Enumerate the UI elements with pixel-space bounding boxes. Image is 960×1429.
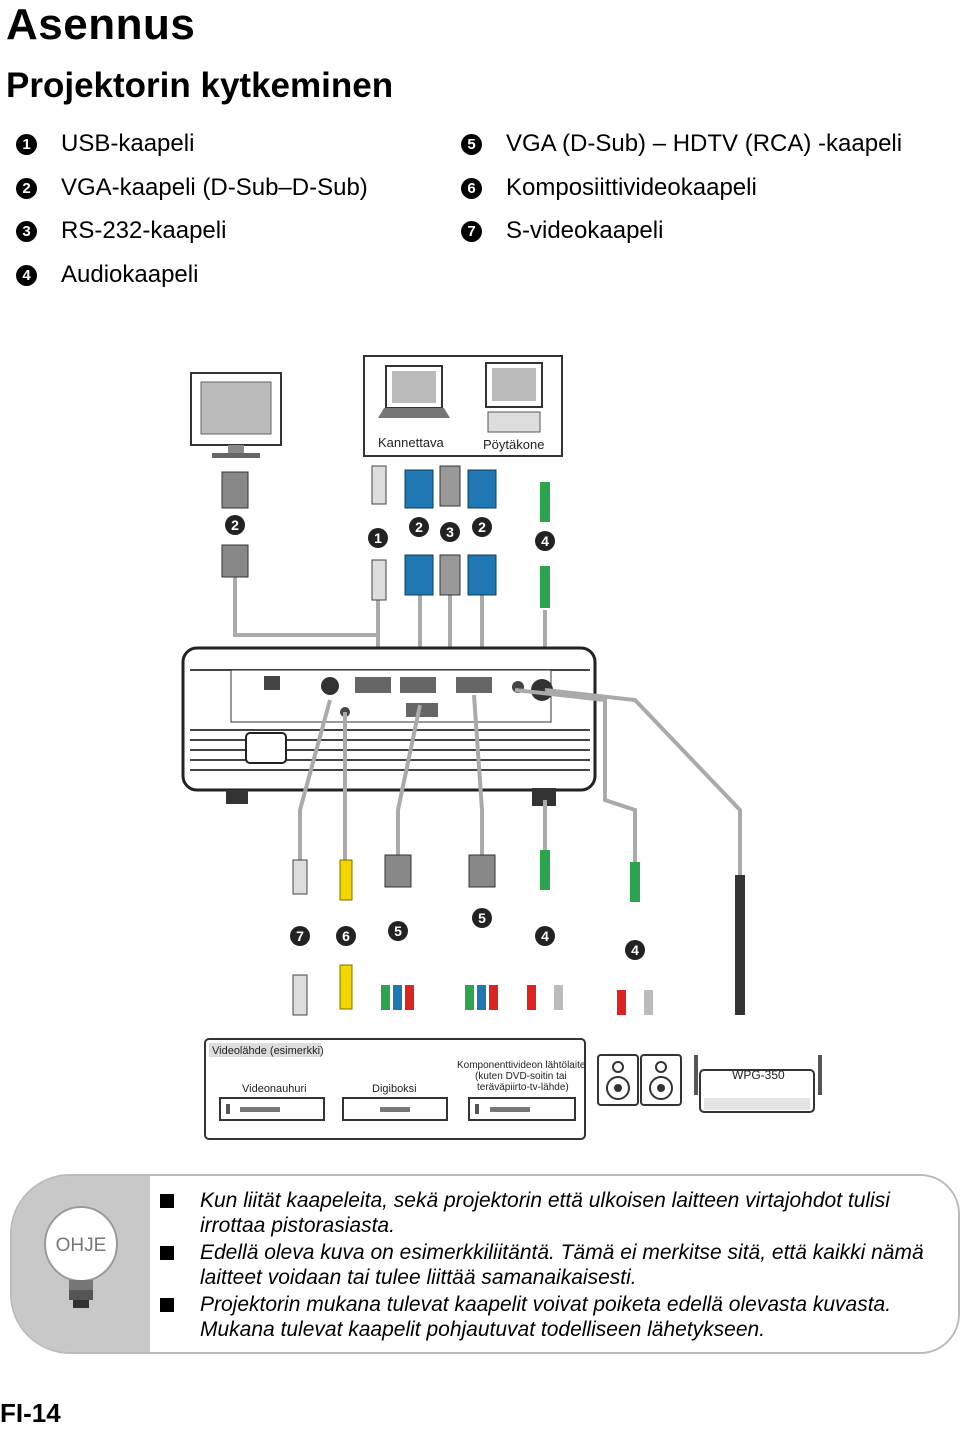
legend-label: Komposiittivideokaapeli bbox=[506, 174, 757, 201]
component-label-2: (kuten DVD-soitin tai bbox=[475, 1071, 567, 1082]
number-badge: 4 bbox=[16, 264, 37, 286]
note-item: Projektorin mukana tulevat kaapelit voiv… bbox=[160, 1292, 950, 1342]
laptop-label: Kannettava bbox=[378, 435, 445, 450]
number-badge: 1 bbox=[16, 133, 37, 155]
hdtv-vga-connector bbox=[384, 854, 496, 888]
rca-component-plugs bbox=[381, 985, 498, 1010]
number-badge: 2 bbox=[16, 177, 37, 199]
legend-item-rs232: 3 RS-232-kaapeli bbox=[16, 217, 226, 245]
legend-item-composite: 6 Komposiittivideokaapeli bbox=[461, 174, 757, 202]
legend-label: Audiokaapeli bbox=[61, 261, 199, 288]
vcr-label: Videonauhuri bbox=[242, 1083, 307, 1095]
badge: 2 bbox=[478, 519, 486, 535]
computer-in2-port bbox=[456, 677, 492, 693]
audio-connector-bottom bbox=[527, 850, 745, 1015]
bullet-icon bbox=[160, 1298, 174, 1312]
bottom-cables bbox=[298, 688, 742, 875]
number-badge: 5 bbox=[461, 133, 482, 155]
component-label-1: Komponenttivideon lähtölaite bbox=[457, 1060, 586, 1071]
badge: 4 bbox=[631, 942, 639, 958]
badge: 2 bbox=[231, 517, 239, 533]
number-badge: 6 bbox=[461, 177, 482, 199]
note-item: Edellä oleva kuva on esimerkkiliitäntä. … bbox=[160, 1240, 950, 1290]
note-badge-label: OHJE bbox=[56, 1235, 107, 1256]
settop-label: Digiboksi bbox=[372, 1083, 417, 1095]
badge: 6 bbox=[342, 928, 350, 944]
legend-item-audio: 4 Audiokaapeli bbox=[16, 261, 198, 289]
monitor-out-port bbox=[355, 677, 391, 693]
badge: 5 bbox=[394, 923, 402, 939]
note-list: Kun liität kaapeleita, sekä projektorin … bbox=[160, 1188, 950, 1344]
legend-label: VGA-kaapeli (D-Sub–D-Sub) bbox=[61, 174, 368, 201]
desktop-label: Pöytäkone bbox=[483, 437, 544, 452]
badge: 2 bbox=[415, 519, 423, 535]
badge: 7 bbox=[296, 928, 304, 944]
audio-connector-green bbox=[540, 482, 550, 608]
power-socket bbox=[245, 732, 287, 764]
desktop-icon bbox=[485, 362, 543, 433]
rs232-port bbox=[406, 703, 438, 717]
bullet-icon bbox=[160, 1246, 174, 1260]
svideo-port bbox=[321, 677, 339, 695]
settop-box-icon bbox=[342, 1097, 448, 1121]
vga-connector-blue bbox=[404, 469, 497, 596]
component-label-3: teräväpiirto-tv-lähde) bbox=[477, 1082, 569, 1093]
page-number: FI-14 bbox=[0, 1398, 61, 1428]
wpg-label: WPG-350 bbox=[732, 1068, 785, 1082]
page-title: Asennus bbox=[6, 0, 196, 49]
badge: 5 bbox=[478, 910, 486, 926]
usb-connector bbox=[371, 465, 387, 601]
legend-item-svideo: 7 S-videokaapeli bbox=[461, 217, 663, 245]
legend-label: RS-232-kaapeli bbox=[61, 217, 227, 244]
legend-item-usb: 1 USB-kaapeli bbox=[16, 130, 194, 158]
rs232-connector bbox=[439, 465, 461, 596]
monitor-icon bbox=[190, 372, 282, 458]
legend-label: USB-kaapeli bbox=[61, 130, 195, 157]
laptop-icon bbox=[378, 365, 450, 418]
legend-label: S-videokaapeli bbox=[506, 217, 664, 244]
svideo-connector bbox=[292, 859, 308, 1016]
badge: 4 bbox=[541, 533, 549, 549]
badge: 4 bbox=[541, 928, 549, 944]
number-badge: 3 bbox=[16, 220, 37, 242]
vga-connector-monitor bbox=[221, 471, 249, 578]
projector bbox=[181, 646, 597, 806]
vcr-icon bbox=[219, 1097, 325, 1121]
legend-label: VGA (D-Sub) – HDTV (RCA) -kaapeli bbox=[506, 130, 903, 157]
note-text: Projektorin mukana tulevat kaapelit voiv… bbox=[200, 1293, 892, 1341]
note-box: OHJE Kun liität kaapeleita, sekä projekt… bbox=[10, 1174, 960, 1354]
usb-port bbox=[264, 676, 280, 690]
legend-item-hdtv: 5 VGA (D-Sub) – HDTV (RCA) -kaapeli bbox=[461, 130, 902, 158]
note-text: Edellä oleva kuva on esimerkkiliitäntä. … bbox=[200, 1241, 924, 1289]
composite-connector-yellow bbox=[339, 859, 353, 1010]
bullet-icon bbox=[160, 1194, 174, 1208]
section-title: Projektorin kytkeminen bbox=[6, 66, 394, 105]
computer-in-port bbox=[400, 677, 436, 693]
number-badge: 7 bbox=[461, 220, 482, 242]
lightbulb-icon: OHJE bbox=[42, 1204, 120, 1319]
badge: 1 bbox=[374, 530, 382, 546]
note-text: Kun liität kaapeleita, sekä projektorin … bbox=[200, 1189, 890, 1237]
wpg-350-device bbox=[694, 1055, 822, 1113]
connection-diagram: Kannettava Pöytäkone 2 1 2 3 2 4 bbox=[181, 355, 822, 1140]
note-item: Kun liität kaapeleita, sekä projektorin … bbox=[160, 1188, 950, 1238]
badge: 3 bbox=[446, 524, 454, 540]
speaker-icon bbox=[597, 1054, 682, 1106]
dvd-player-icon bbox=[468, 1097, 576, 1121]
video-source-label: Videolähde (esimerkki) bbox=[212, 1045, 324, 1057]
legend-item-vga: 2 VGA-kaapeli (D-Sub–D-Sub) bbox=[16, 174, 368, 202]
